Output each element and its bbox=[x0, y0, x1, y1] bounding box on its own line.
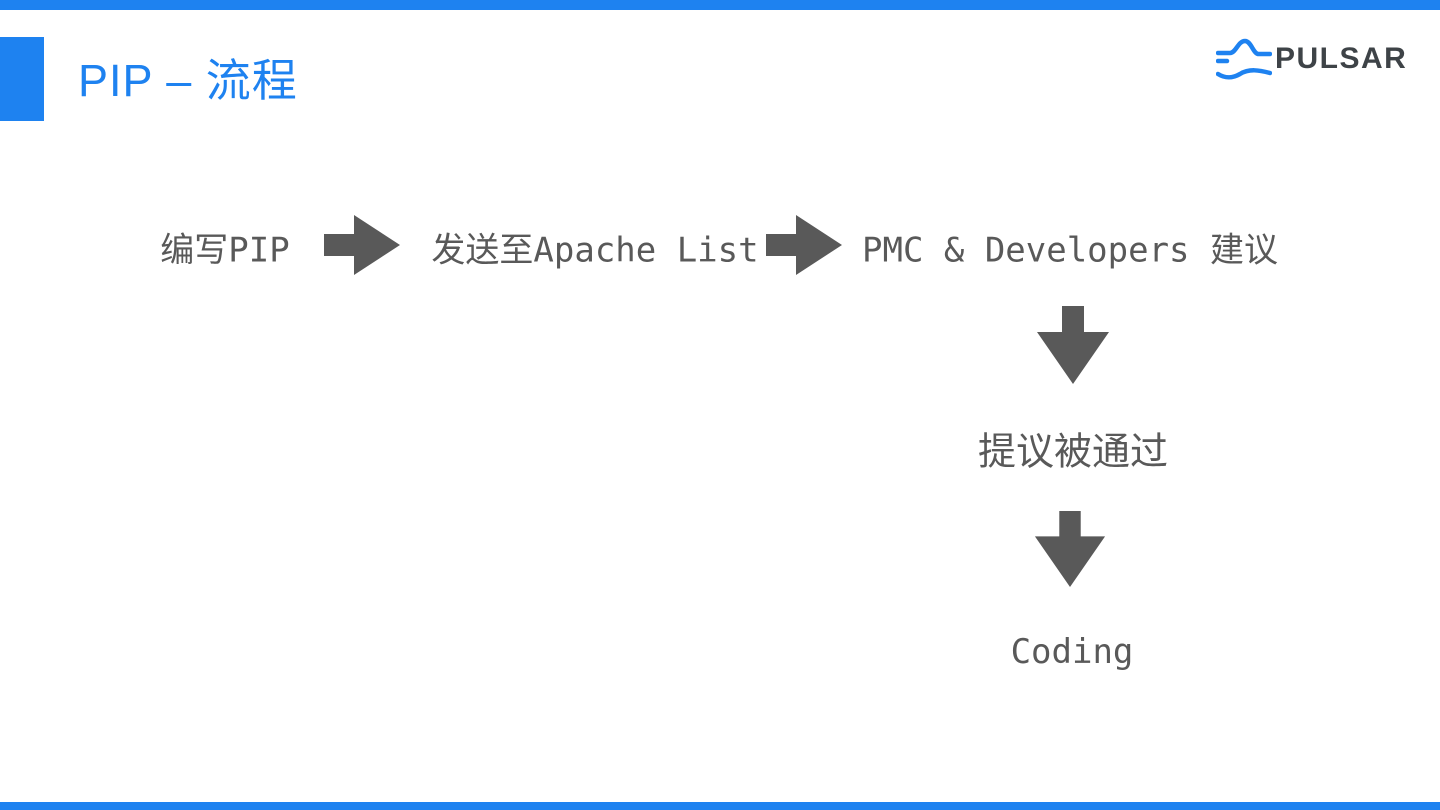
flow-step-pmc-developers-suggest: PMC & Developers 建议 bbox=[862, 230, 1278, 271]
title-accent-square bbox=[0, 37, 44, 121]
top-accent-bar bbox=[0, 0, 1440, 10]
pulsar-logo-text: PULSAR bbox=[1275, 42, 1408, 75]
arrow-right-icon bbox=[324, 207, 404, 283]
arrow-down-icon bbox=[1032, 511, 1108, 589]
page-title: PIP – 流程 bbox=[78, 55, 298, 106]
flow-step-send-to-apache-list: 发送至Apache List bbox=[431, 230, 759, 271]
pulsar-wave-icon bbox=[1216, 36, 1272, 82]
bottom-accent-bar bbox=[0, 802, 1440, 810]
arrow-right-icon bbox=[766, 207, 846, 283]
arrow-down-icon bbox=[1034, 306, 1112, 386]
flow-step-proposal-approved: 提议被通过 bbox=[977, 431, 1169, 474]
flow-step-coding: Coding bbox=[1010, 632, 1134, 672]
pulsar-logo: PULSAR bbox=[1216, 36, 1407, 82]
flow-step-write-pip: 编写PIP bbox=[160, 230, 290, 271]
